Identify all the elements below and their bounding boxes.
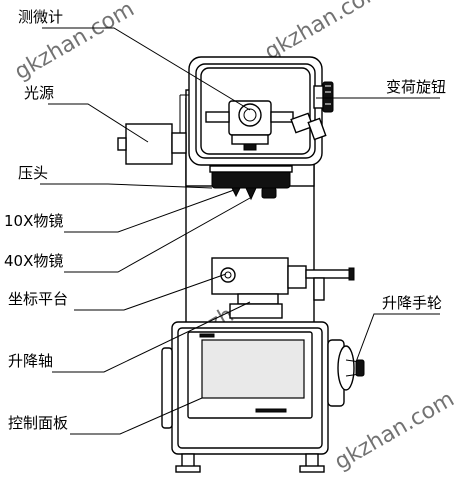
label-objective-40x: 40X物镜 xyxy=(4,252,63,270)
callout-lines xyxy=(40,27,440,435)
label-lift-shaft: 升降轴 xyxy=(8,352,53,370)
callout-labels: 测微计 光源 变荷旋钮 压头 10X物镜 40X物镜 坐标平台 升降手轮 升降轴… xyxy=(4,8,446,432)
load-knob xyxy=(313,81,334,113)
label-control-panel: 控制面板 xyxy=(8,414,68,432)
indenter-turret xyxy=(209,165,293,201)
micrometer-eyepiece xyxy=(179,56,327,166)
label-light-source: 光源 xyxy=(24,84,54,102)
watermark-text: gkzhan.com xyxy=(261,0,389,65)
label-load-knob: 变荷旋钮 xyxy=(386,78,446,96)
watermark-text: gkzhan.com xyxy=(331,387,459,475)
label-stage: 坐标平台 xyxy=(8,290,68,308)
lift-wheel xyxy=(337,345,365,391)
control-screen xyxy=(201,339,305,399)
light-source xyxy=(117,123,187,165)
machine-drawing xyxy=(117,56,365,473)
label-micrometer: 测微计 xyxy=(18,8,63,26)
label-objective-10x: 10X物镜 xyxy=(4,212,63,230)
label-lift-wheel: 升降手轮 xyxy=(382,294,442,312)
coordinate-stage xyxy=(211,257,355,319)
label-indenter: 压头 xyxy=(18,164,48,182)
base-cabinet xyxy=(161,321,365,473)
